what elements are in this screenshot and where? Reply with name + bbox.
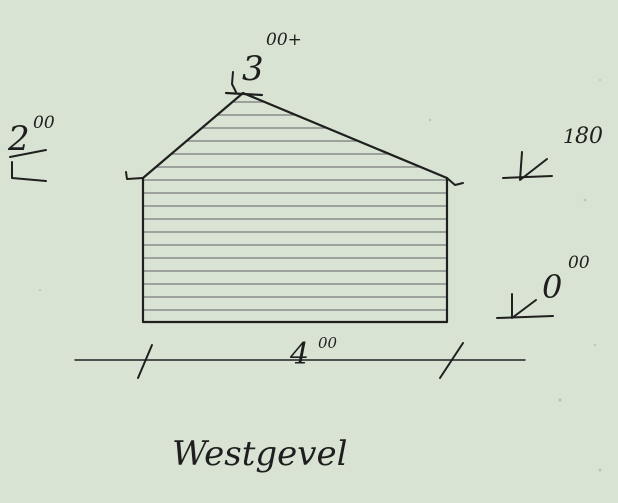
ridge-level-symbol — [231, 71, 237, 93]
paper-texture — [39, 79, 602, 472]
left-eave-level-value: 2 — [7, 119, 30, 159]
width-dimension-sup: 00 — [318, 334, 338, 352]
width-dimension-value: 4 — [289, 337, 309, 372]
right-eave-level-sup: 80 — [575, 124, 603, 149]
ridge-level-sup: 00+ — [266, 30, 302, 50]
right-eave-level-value: 1 — [563, 124, 576, 148]
ridge-mark — [224, 91, 264, 97]
ground-level-value: 0 — [542, 268, 562, 306]
ground-dimension-line — [74, 342, 526, 379]
drawing-title: Westgevel — [172, 434, 348, 474]
gable-facade — [125, 71, 464, 324]
left-eave-level-sup: 00 — [33, 113, 55, 133]
facade-outline — [141, 91, 449, 324]
ridge-level-value: 3 — [242, 49, 264, 89]
facade-hatching — [143, 101, 447, 311]
left-eave-level-marker — [9, 149, 47, 182]
ground-level-sup: 00 — [568, 253, 590, 273]
left-eave-hook — [125, 171, 144, 180]
ground-level-marker — [496, 293, 554, 319]
right-eave-hook — [446, 177, 464, 186]
right-eave-level-marker — [502, 151, 553, 181]
